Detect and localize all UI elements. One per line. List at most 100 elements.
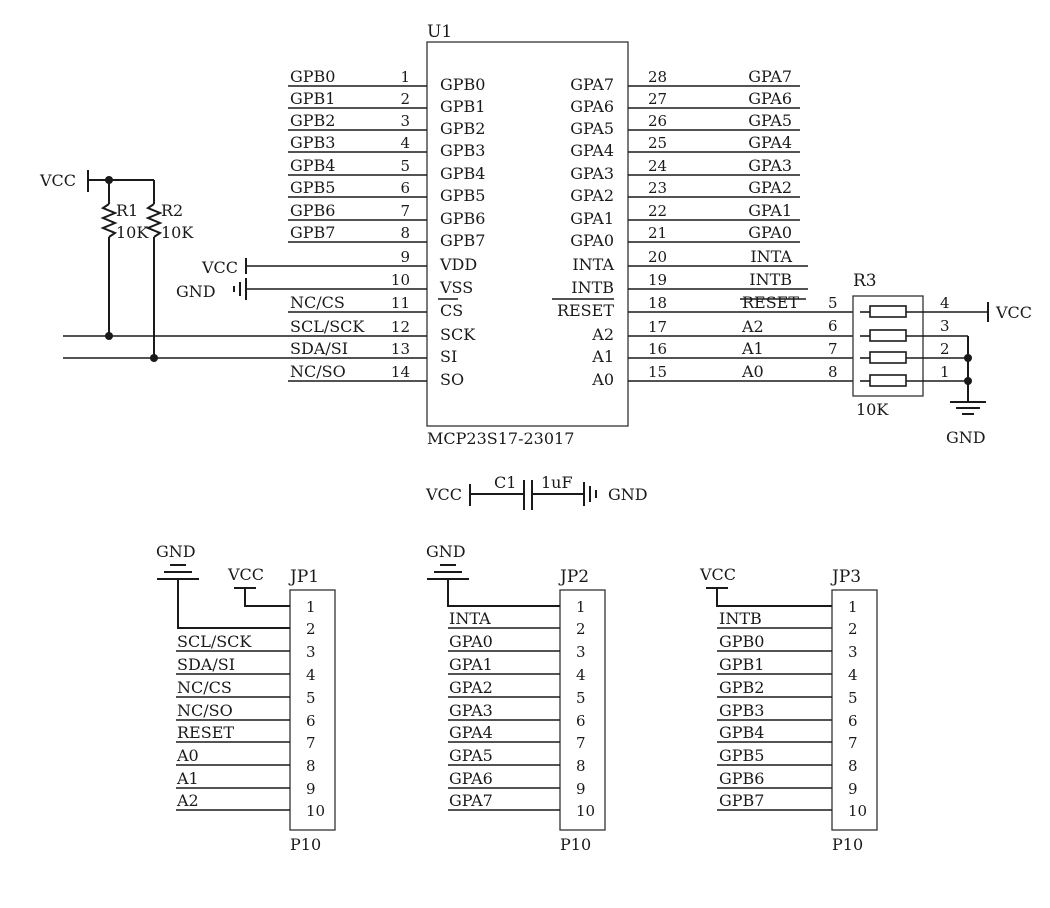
- u1-pin-name: A2: [591, 325, 614, 344]
- jp3-vcc-label: VCC: [699, 565, 736, 584]
- header-pin-number: 1: [848, 598, 858, 616]
- net-label: A1: [741, 339, 764, 358]
- u1-pin-number: 27: [648, 90, 667, 108]
- junction-dot: [964, 354, 972, 362]
- r1-value: 10K: [116, 223, 149, 242]
- jp2-body: [559, 589, 606, 831]
- r3-pin-label: 6: [828, 317, 838, 335]
- r3-ref: R3: [853, 271, 877, 291]
- jp2-ref: JP2: [558, 567, 589, 587]
- jp3-header: JP3 P10 VCC: [699, 565, 878, 854]
- r2-ref: R2: [161, 201, 183, 220]
- net-label: GPA6: [748, 89, 792, 108]
- header-pin-number: 7: [576, 734, 586, 752]
- r3-pin-label: 3: [940, 317, 950, 335]
- net-label: SCL/SCK: [290, 317, 365, 336]
- header-pin-number: 10: [576, 802, 595, 820]
- r2-resistor: [145, 203, 163, 238]
- r1-ref: R1: [116, 201, 138, 220]
- net-label: GPB1: [290, 89, 335, 108]
- u1-pin-name: GPA0: [570, 231, 614, 250]
- header-pin-number: 7: [848, 734, 858, 752]
- pullup-resistors: VCC R1 10K R2 10K: [39, 170, 194, 362]
- u1-pin-name: A1: [591, 347, 614, 366]
- r3-value: 10K: [856, 400, 889, 419]
- header-pin-number: 5: [848, 689, 858, 707]
- r3-pin-label: 2: [940, 340, 950, 358]
- header-pin-number: 6: [306, 712, 316, 730]
- u1-pin-name: CS: [440, 301, 463, 320]
- net-label: INTB: [719, 609, 762, 628]
- net-label: GPA2: [748, 178, 792, 197]
- u1-left-pins: [63, 85, 427, 382]
- u1-pin-number: 11: [391, 294, 410, 312]
- u1-pin-number: 2: [400, 90, 410, 108]
- u1-pin-number: 15: [648, 363, 667, 381]
- jp3-ref: JP3: [830, 567, 861, 587]
- c1-vcc-label: VCC: [425, 485, 462, 504]
- u1-pin-number: 13: [391, 340, 410, 358]
- u1-pin-number: 9: [400, 248, 410, 266]
- u1-pin-number: 7: [400, 202, 410, 220]
- header-pin-number: 9: [306, 780, 316, 798]
- net-label: GPB3: [719, 701, 764, 720]
- net-label: GPB6: [290, 201, 335, 220]
- net-label: A2: [741, 317, 764, 336]
- net-label: NC/CS: [290, 293, 345, 312]
- u1-pin-number: 14: [391, 363, 410, 381]
- jp1-gnd-label: GND: [156, 542, 196, 561]
- u1-pin-name: GPA6: [570, 97, 614, 116]
- net-label: NC/SO: [177, 701, 233, 720]
- header-pin-number: 2: [576, 620, 586, 638]
- net-label: GPA3: [748, 156, 792, 175]
- vdd-vcc-label: VCC: [201, 258, 238, 277]
- header-pin-number: 5: [576, 689, 586, 707]
- net-label: A0: [176, 746, 199, 765]
- jp2-gnd-label: GND: [426, 542, 466, 561]
- u1-pin-name: GPA1: [570, 209, 614, 228]
- net-label: SCL/SCK: [177, 632, 252, 651]
- u1-pin-number: 18: [648, 294, 667, 312]
- net-label: SDA/SI: [290, 339, 348, 358]
- header-pin-number: 3: [848, 643, 858, 661]
- net-label: GPB0: [719, 632, 764, 651]
- c1-value: 1uF: [541, 473, 573, 492]
- u1-pin-name: RESET: [557, 301, 614, 320]
- u1-pin-name: GPA5: [570, 119, 614, 138]
- header-pin-number: 6: [848, 712, 858, 730]
- u1-pin-name: INTA: [572, 255, 614, 274]
- u1-pin-name: GPB0: [440, 75, 485, 94]
- net-label: GPB6: [719, 769, 764, 788]
- net-label: GPB2: [290, 111, 335, 130]
- header-pin-number: 4: [848, 666, 858, 684]
- header-pin-number: 4: [306, 666, 316, 684]
- vss-gnd-label: GND: [176, 282, 216, 301]
- jp1-vcc-label: VCC: [227, 565, 264, 584]
- header-pin-number: 1: [306, 598, 316, 616]
- u1-pin-number: 28: [648, 68, 667, 86]
- u1-pin-number: 8: [400, 224, 410, 242]
- jp3-footprint: P10: [832, 835, 863, 854]
- net-label: A2: [176, 791, 199, 810]
- net-label: RESET: [742, 293, 799, 312]
- net-label: A1: [176, 769, 199, 788]
- net-label: GPB0: [290, 67, 335, 86]
- r1-resistor: [100, 203, 118, 238]
- header-pin-number: 1: [576, 598, 586, 616]
- header-pin-number: 5: [306, 689, 316, 707]
- u1-pin-number: 22: [648, 202, 667, 220]
- net-label: GPA0: [449, 632, 493, 651]
- u1-pin-name: SO: [440, 370, 464, 389]
- u1-body: [426, 41, 629, 427]
- net-label: GPA4: [449, 723, 493, 742]
- u1-pin-name: GPB6: [440, 209, 485, 228]
- u1-pin-number: 21: [648, 224, 667, 242]
- net-label: GPA7: [748, 67, 792, 86]
- net-label: GPA1: [748, 201, 792, 220]
- header-pin-number: 6: [576, 712, 586, 730]
- net-label: GPB5: [290, 178, 335, 197]
- jp2-header: JP2 P10 GND: [426, 542, 606, 854]
- c1-gnd-label: GND: [608, 485, 648, 504]
- u1-ref: U1: [427, 22, 452, 42]
- u1-pin-number: 12: [391, 318, 410, 336]
